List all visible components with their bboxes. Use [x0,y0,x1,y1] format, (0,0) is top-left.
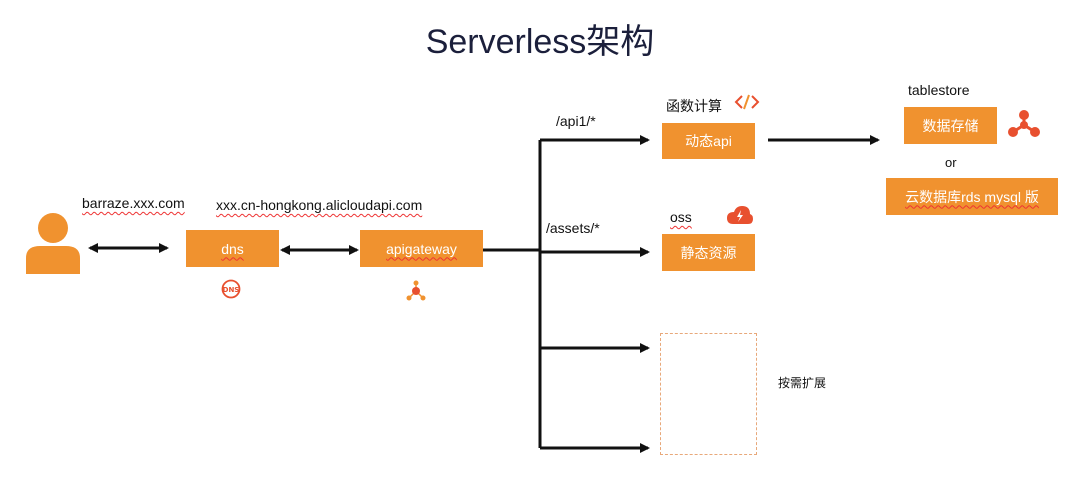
fc-service-label: 函数计算 [666,98,722,114]
dns-box-label: dns [221,240,244,257]
dns-box: dns [186,230,279,267]
oss-cloud-icon [727,206,753,224]
route-assets-label: /assets/* [546,220,600,236]
tablestore-box-label: 数据存储 [922,117,979,134]
user-domain-label: barraze.xxx.com [82,195,185,211]
apigateway-box-label: apigateway [386,240,457,257]
dns-domain-label: xxx.cn-hongkong.alicloudapi.com [216,197,423,213]
oss-service-label: oss [670,209,692,225]
rds-box-label: 云数据库rds mysql 版 [905,188,1039,205]
fc-box-label: 动态api [685,133,732,149]
oss-box-label: 静态资源 [680,244,737,261]
apigateway-box: apigateway [360,230,483,267]
tablestore-icon [1008,110,1040,137]
dns-icon: DNS [221,279,241,299]
function-compute-icon [734,94,760,110]
dns-icon-text: DNS [223,286,240,294]
fc-box: 动态api [662,123,755,159]
expansion-placeholder [660,333,757,455]
rds-box: 云数据库rds mysql 版 [886,178,1058,215]
expand-label: 按需扩展 [778,376,827,390]
oss-box: 静态资源 [662,234,755,271]
or-label: or [945,155,957,170]
user-icon [26,213,80,274]
diagram-title: Serverless架构 [425,23,655,61]
tablestore-box: 数据存储 [904,107,997,144]
tablestore-service-label: tablestore [908,82,970,98]
apigateway-icon [406,280,426,301]
route-api-label: /api1/* [556,113,596,129]
